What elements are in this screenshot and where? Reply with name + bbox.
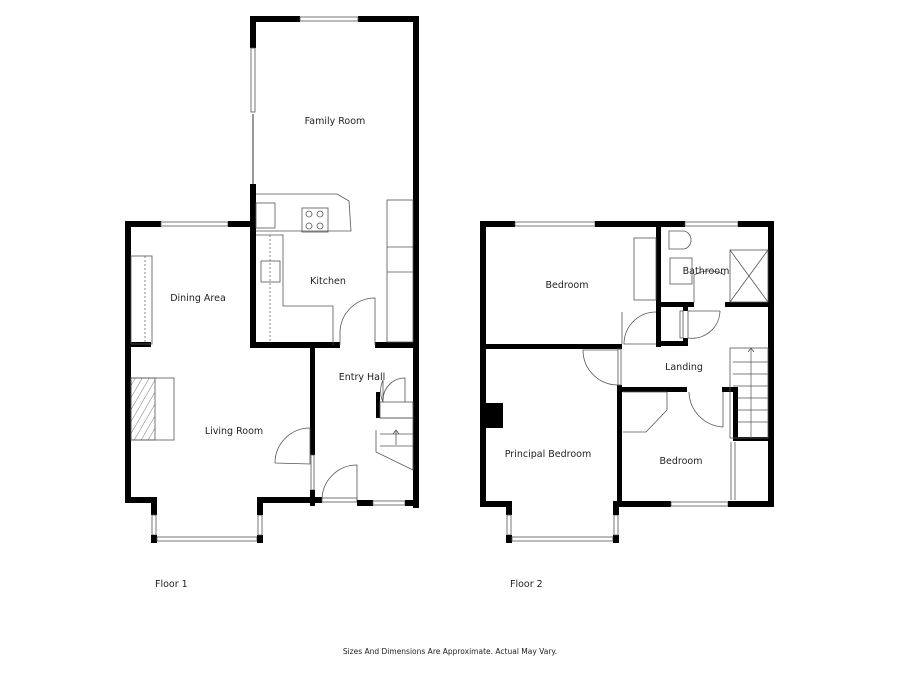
room-label-kitchen: Kitchen	[310, 276, 346, 287]
room-label-family-room: Family Room	[305, 116, 366, 127]
hob-icon	[301, 207, 329, 233]
room-label-bathroom: Bathroom	[683, 266, 730, 277]
room-label-bedroom-small: Bedroom	[660, 456, 703, 467]
floor1-caption: Floor 1	[155, 579, 188, 590]
room-label-dining-area: Dining Area	[170, 293, 226, 304]
floor1-walls	[125, 16, 419, 543]
room-label-entry-hall: Entry Hall	[339, 372, 386, 383]
floor1-fixtures	[130, 193, 414, 501]
floor2-fixtures	[582, 230, 769, 500]
sink-icon	[260, 260, 281, 283]
floor2-walls	[480, 221, 774, 543]
floor1-labels: Family Room Kitchen Dining Area Living R…	[155, 116, 385, 590]
chimney-breast	[486, 403, 503, 428]
floor2-labels: Bedroom Bathroom Landing Principal Bedro…	[505, 266, 730, 590]
toilet-icon	[668, 230, 692, 250]
disclaimer: Sizes And Dimensions Are Approximate. Ac…	[343, 647, 557, 656]
room-label-principal-bedroom: Principal Bedroom	[505, 449, 591, 460]
room-label-bedroom: Bedroom	[546, 280, 589, 291]
floor2-caption: Floor 2	[510, 579, 543, 590]
door-icon	[274, 427, 311, 465]
room-label-living-room: Living Room	[205, 426, 263, 437]
door-icon	[339, 297, 376, 345]
shower-icon	[729, 249, 769, 303]
room-label-landing: Landing	[665, 362, 703, 373]
door-icon	[321, 464, 358, 501]
basin-icon	[669, 257, 693, 285]
